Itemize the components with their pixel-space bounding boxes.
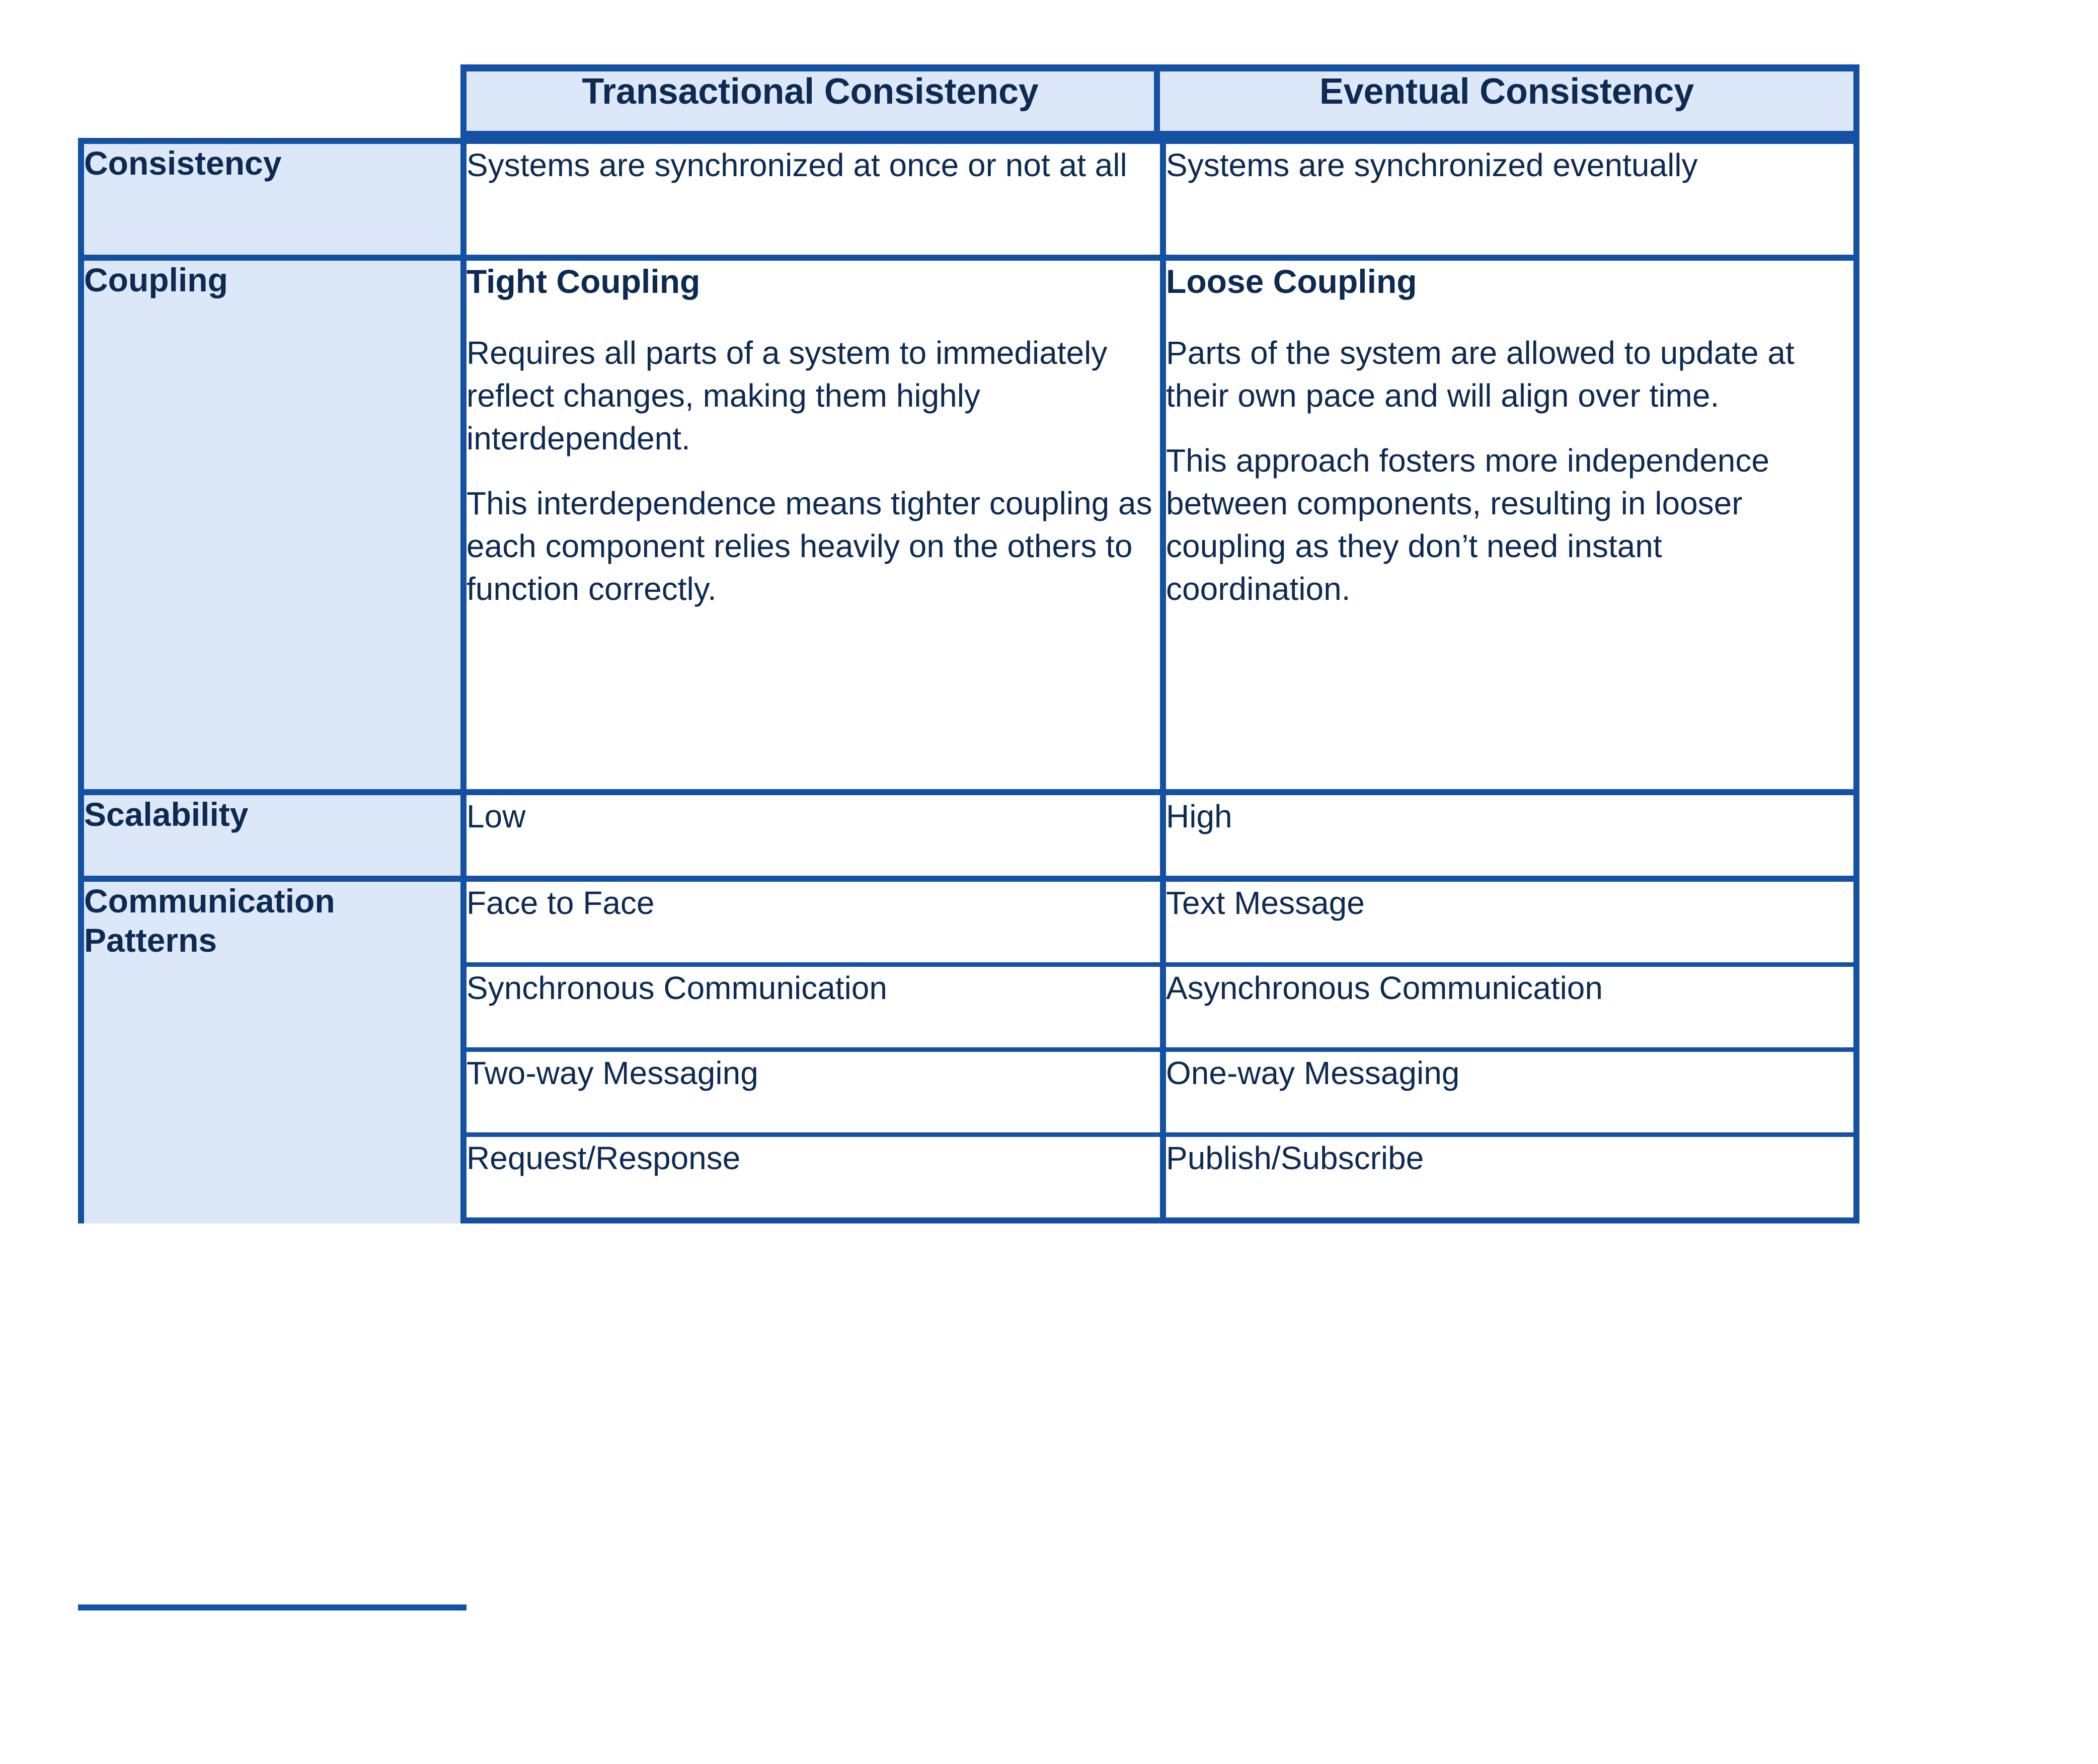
row-label-scalability-text: Scalability (84, 796, 249, 833)
row-label-consistency-text: Consistency (84, 144, 282, 182)
column-header-transactional-label: Transactional Consistency (582, 71, 1039, 112)
table-row-communication-patterns-1: Communication Patterns Face to Face Text… (78, 876, 1859, 1223)
table-row-scalability: Scalability Low High (78, 789, 1859, 876)
table-row-coupling: Coupling Tight Coupling Requires all par… (78, 255, 1859, 789)
row-label-coupling-text: Coupling (84, 261, 228, 298)
cell-comm-4-transactional-text: Request/Response (467, 1140, 741, 1176)
cell-coupling-eventual: Loose Coupling Parts of the system are a… (1160, 255, 1859, 789)
table-row-consistency: Consistency Systems are synchronized at … (78, 138, 1859, 255)
table-header-row: Transactional Consistency Eventual Consi… (78, 64, 1859, 138)
row-label-scalability: Scalability (78, 789, 460, 876)
cell-comm-4-transactional: Request/Response (460, 1132, 1160, 1223)
header-corner-spacer (78, 64, 460, 138)
cell-comm-2-transactional: Synchronous Communication (460, 962, 1160, 1047)
cell-consistency-eventual: Systems are synchronized eventually (1160, 138, 1859, 255)
cell-comm-1-eventual-text: Text Message (1166, 885, 1365, 921)
row-label-communication-patterns-text: Communication Patterns (84, 882, 335, 959)
cell-consistency-transactional: Systems are synchronized at once or not … (460, 138, 1160, 255)
cell-comm-2-eventual: Asynchronous Communication (1160, 962, 1859, 1047)
cell-scalability-transactional-text: Low (467, 798, 526, 834)
cell-comm-1-transactional-text: Face to Face (467, 885, 655, 921)
cell-coupling-eventual-p2: This approach fosters more independence … (1166, 442, 1769, 607)
cell-comm-4-eventual: Publish/Subscribe (1160, 1132, 1859, 1223)
cell-coupling-transactional-heading: Tight Coupling (467, 263, 701, 300)
cell-scalability-transactional: Low (460, 789, 1160, 876)
column-header-eventual-label: Eventual Consistency (1319, 71, 1694, 112)
row-label-communication-patterns: Communication Patterns (78, 876, 460, 1223)
table-row-communication-patterns-2: Synchronous Communication Asynchronous C… (78, 962, 1859, 1047)
cell-coupling-transactional: Tight Coupling Requires all parts of a s… (460, 255, 1160, 789)
row-label-coupling: Coupling (78, 255, 460, 789)
cell-coupling-eventual-heading: Loose Coupling (1166, 263, 1417, 300)
column-header-eventual: Eventual Consistency (1160, 64, 1859, 138)
cell-comm-3-eventual: One-way Messaging (1160, 1047, 1859, 1132)
cell-comm-3-eventual-text: One-way Messaging (1166, 1055, 1460, 1091)
cell-comm-1-eventual: Text Message (1160, 876, 1859, 962)
comparison-table: Transactional Consistency Eventual Consi… (78, 64, 1859, 1223)
cell-coupling-transactional-p2: This interdependence means tighter coupl… (467, 485, 1152, 607)
cell-comm-2-transactional-text: Synchronous Communication (467, 970, 887, 1006)
table-row-communication-patterns-4: Request/Response Publish/Subscribe (78, 1132, 1859, 1223)
label-column-bottom-border (78, 1604, 467, 1610)
cell-comm-3-transactional: Two-way Messaging (460, 1047, 1160, 1132)
cell-coupling-eventual-p1: Parts of the system are allowed to updat… (1166, 334, 1795, 414)
cell-comm-3-transactional-text: Two-way Messaging (467, 1055, 758, 1091)
cell-comm-1-transactional: Face to Face (460, 876, 1160, 962)
cell-scalability-eventual: High (1160, 789, 1859, 876)
cell-scalability-eventual-text: High (1166, 798, 1232, 834)
cell-comm-2-eventual-text: Asynchronous Communication (1166, 970, 1603, 1006)
table-row-communication-patterns-3: Two-way Messaging One-way Messaging (78, 1047, 1859, 1132)
cell-consistency-transactional-text: Systems are synchronized at once or not … (467, 147, 1127, 183)
row-label-consistency: Consistency (78, 138, 460, 255)
column-header-transactional: Transactional Consistency (460, 64, 1160, 138)
cell-comm-4-eventual-text: Publish/Subscribe (1166, 1140, 1424, 1176)
cell-coupling-transactional-p1: Requires all parts of a system to immedi… (467, 334, 1108, 456)
cell-consistency-eventual-text: Systems are synchronized eventually (1166, 147, 1698, 183)
